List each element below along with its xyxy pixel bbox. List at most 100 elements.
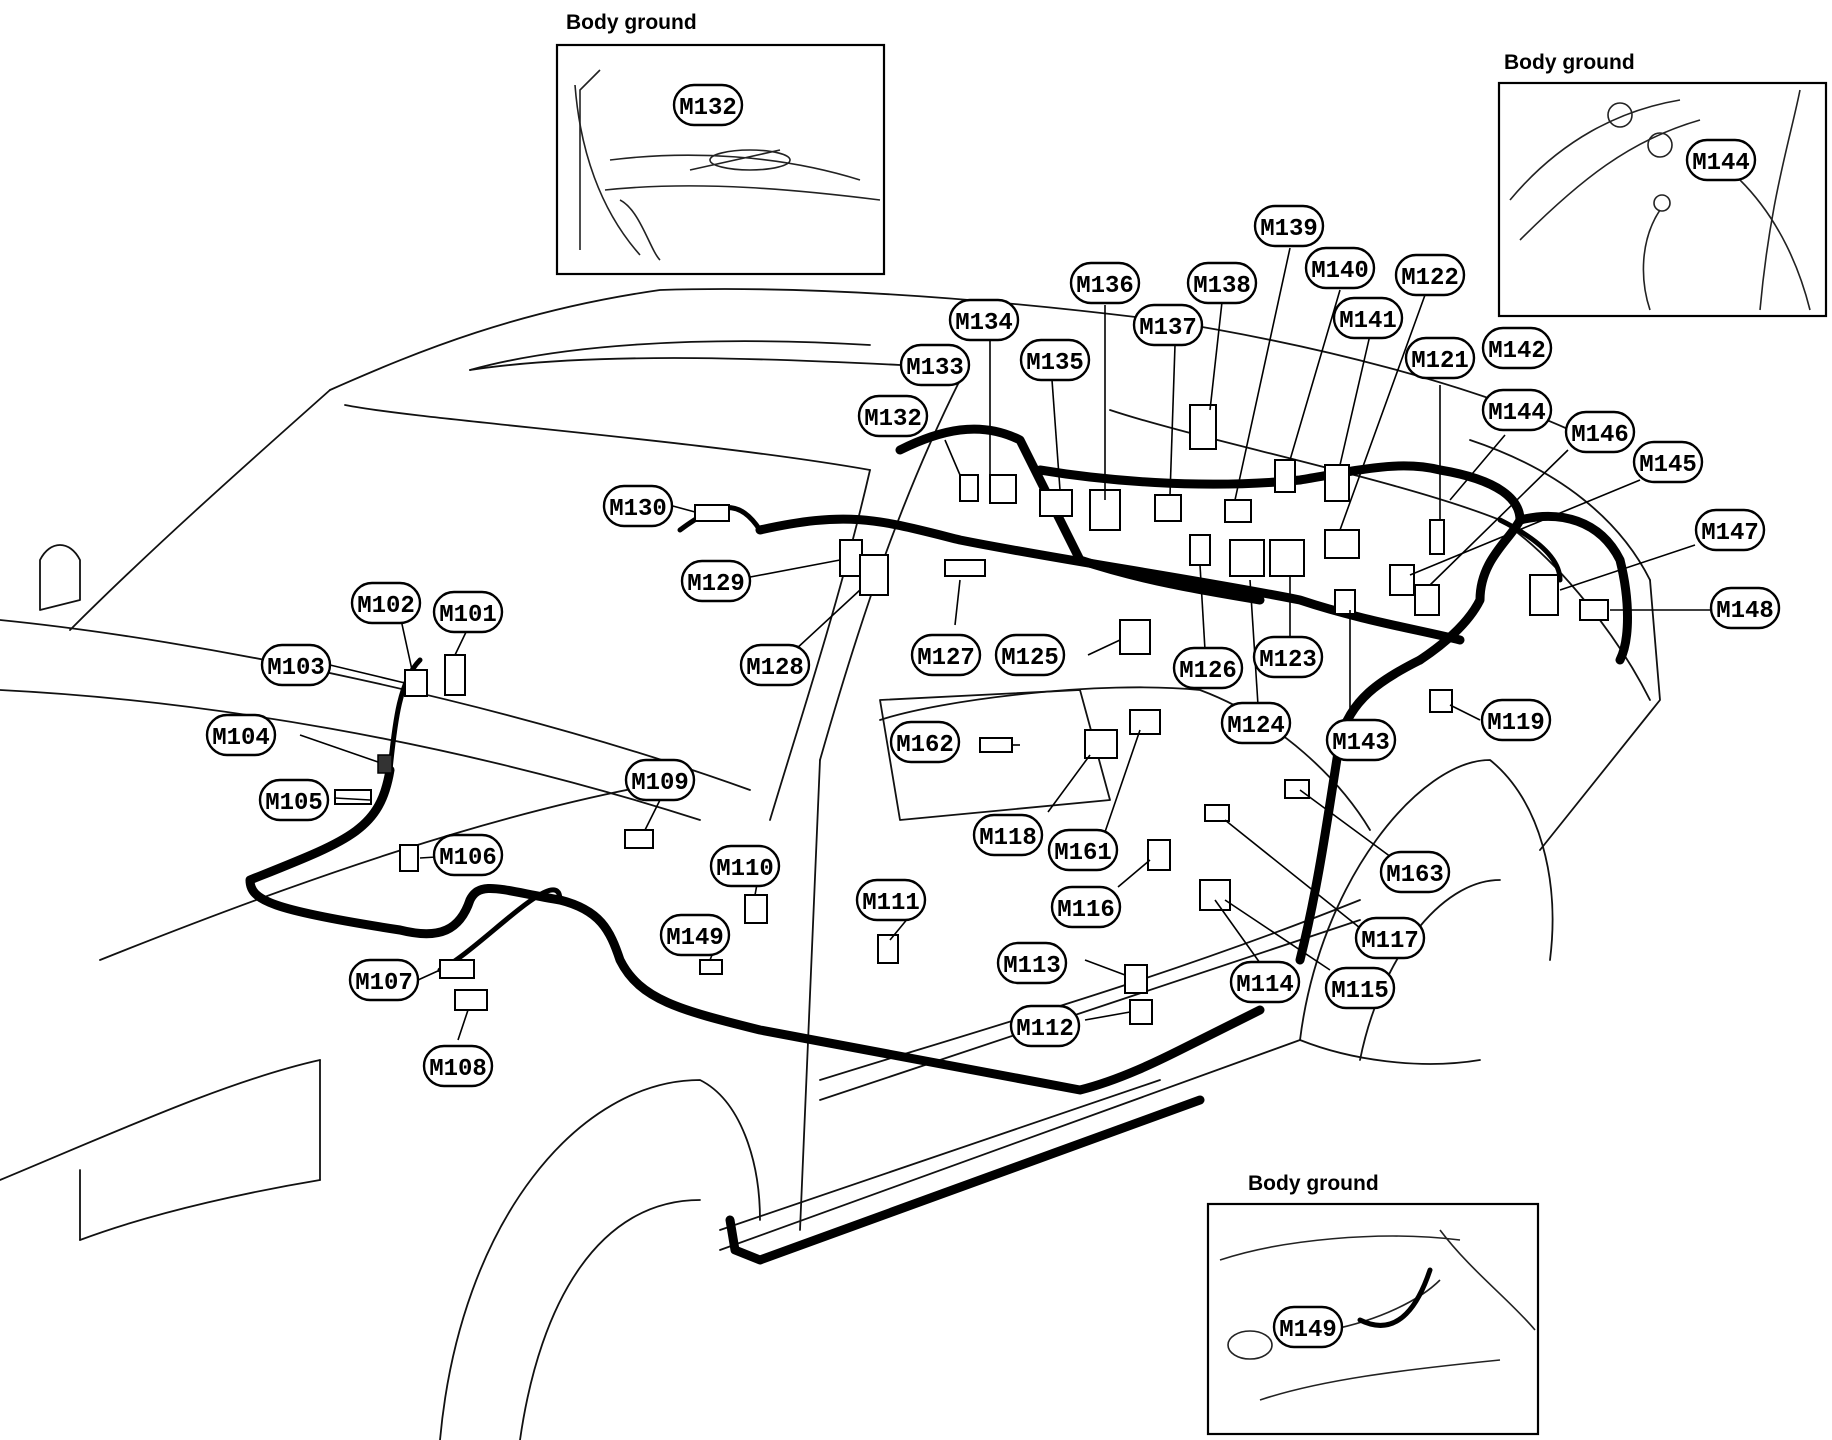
- connector-m112: [1129, 999, 1153, 1025]
- callout-m129: M129: [680, 559, 752, 603]
- svg-text:M130: M130: [609, 496, 667, 523]
- svg-text:M138: M138: [1193, 273, 1251, 300]
- svg-text:M161: M161: [1054, 840, 1112, 867]
- svg-text:M104: M104: [212, 725, 270, 752]
- connector-m135: [1039, 489, 1073, 517]
- connector-m119: [1429, 689, 1453, 713]
- svg-text:M109: M109: [631, 770, 689, 797]
- svg-text:M144: M144: [1488, 400, 1546, 427]
- connector-m133: [959, 474, 979, 502]
- callout-m123: M123: [1252, 635, 1324, 679]
- svg-text:M133: M133: [906, 355, 964, 382]
- callout-m105: M105: [258, 778, 330, 822]
- connector-m104: [377, 754, 393, 774]
- connector-m141: [1324, 464, 1350, 502]
- callout-m113: M113: [996, 941, 1068, 985]
- callout-m134: M134: [948, 298, 1020, 342]
- connector-m138: [1189, 404, 1217, 450]
- svg-text:M139: M139: [1260, 216, 1318, 243]
- svg-text:M110: M110: [716, 856, 774, 883]
- callout-m128: M128: [739, 643, 811, 687]
- callout-m149: M149: [659, 913, 731, 957]
- svg-text:M135: M135: [1026, 350, 1084, 377]
- svg-text:M124: M124: [1227, 713, 1285, 740]
- connector-m114: [1199, 879, 1231, 911]
- callout-m130: M130: [602, 484, 674, 528]
- connector-m117: [1204, 804, 1230, 822]
- svg-text:M129: M129: [687, 571, 745, 598]
- callout-m109: M109: [624, 758, 696, 802]
- svg-text:M162: M162: [896, 732, 954, 759]
- svg-text:M125: M125: [1001, 645, 1059, 672]
- svg-text:M108: M108: [429, 1056, 487, 1083]
- svg-text:M137: M137: [1139, 315, 1197, 342]
- callout-inset-m144: M144: [1685, 138, 1757, 182]
- inset-top: Body ground: [555, 11, 886, 276]
- callout-m142: M142: [1481, 326, 1553, 370]
- svg-text:M140: M140: [1311, 258, 1369, 285]
- svg-text:M106: M106: [439, 845, 497, 872]
- connector-m143: [1334, 589, 1356, 615]
- connector-m134: [989, 474, 1017, 504]
- svg-text:M102: M102: [357, 593, 415, 620]
- svg-text:M126: M126: [1179, 658, 1237, 685]
- callout-m162: M162: [889, 720, 961, 764]
- callout-m137: M137: [1132, 303, 1204, 347]
- connector-m126: [1189, 534, 1211, 566]
- connector-m123: [1269, 539, 1305, 577]
- callout-m103: M103: [260, 643, 332, 687]
- connector-m127: [944, 559, 986, 577]
- svg-text:M146: M146: [1571, 422, 1629, 449]
- connector-m109: [624, 829, 654, 849]
- callout-m104: M104: [205, 713, 277, 757]
- callout-m122: M122: [1394, 253, 1466, 297]
- inset-bottom-title: Body ground: [1248, 1172, 1379, 1195]
- inset-right-title: Body ground: [1504, 51, 1635, 74]
- callout-m139: M139: [1253, 204, 1325, 248]
- callout-m144: M144: [1481, 388, 1553, 432]
- callout-m110: M110: [709, 844, 781, 888]
- inset-top-title: Body ground: [566, 11, 697, 34]
- svg-text:M142: M142: [1488, 338, 1546, 365]
- main-harness: [245, 424, 1632, 1265]
- connector-m161: [1129, 709, 1161, 735]
- svg-text:M143: M143: [1332, 730, 1390, 757]
- connector-m111: [877, 934, 899, 964]
- callout-m107: M107: [348, 958, 420, 1002]
- callout-m126: M126: [1172, 646, 1244, 690]
- callout-m146: M146: [1564, 410, 1636, 454]
- svg-text:M122: M122: [1401, 265, 1459, 292]
- callout-m119: M119: [1480, 698, 1552, 742]
- callout-m124: M124: [1220, 701, 1292, 745]
- callout-m101: M101: [432, 590, 504, 634]
- connector-m124: [1229, 539, 1265, 577]
- svg-text:M149: M149: [1279, 1317, 1337, 1344]
- inset-right: Body ground: [1497, 51, 1828, 318]
- svg-text:M132: M132: [864, 406, 922, 433]
- svg-text:M132: M132: [679, 95, 737, 122]
- connector-m118: [1084, 729, 1118, 759]
- svg-text:M119: M119: [1487, 710, 1545, 737]
- svg-text:M148: M148: [1716, 598, 1774, 625]
- connector-m147: [1529, 574, 1559, 616]
- callout-m116: M116: [1050, 885, 1122, 929]
- svg-text:M127: M127: [917, 645, 975, 672]
- svg-text:M163: M163: [1386, 862, 1444, 889]
- connector-m106: [399, 844, 419, 872]
- connector-m105: [334, 789, 372, 805]
- connectors: [334, 404, 1609, 1025]
- callout-m102: M102: [350, 581, 422, 625]
- connector-m101: [444, 654, 466, 696]
- callout-m111: M111: [855, 878, 927, 922]
- svg-text:M141: M141: [1339, 308, 1397, 335]
- callout-m114: M114: [1229, 960, 1301, 1004]
- inset-bottom: Body ground: [1206, 1172, 1540, 1436]
- connector-m129: [839, 539, 863, 577]
- svg-text:M117: M117: [1361, 928, 1419, 955]
- callout-m141: M141: [1332, 296, 1404, 340]
- svg-text:M147: M147: [1701, 520, 1759, 547]
- connector-m140: [1274, 459, 1296, 493]
- connector-m128: [859, 554, 889, 596]
- callout-m136: M136: [1069, 261, 1141, 305]
